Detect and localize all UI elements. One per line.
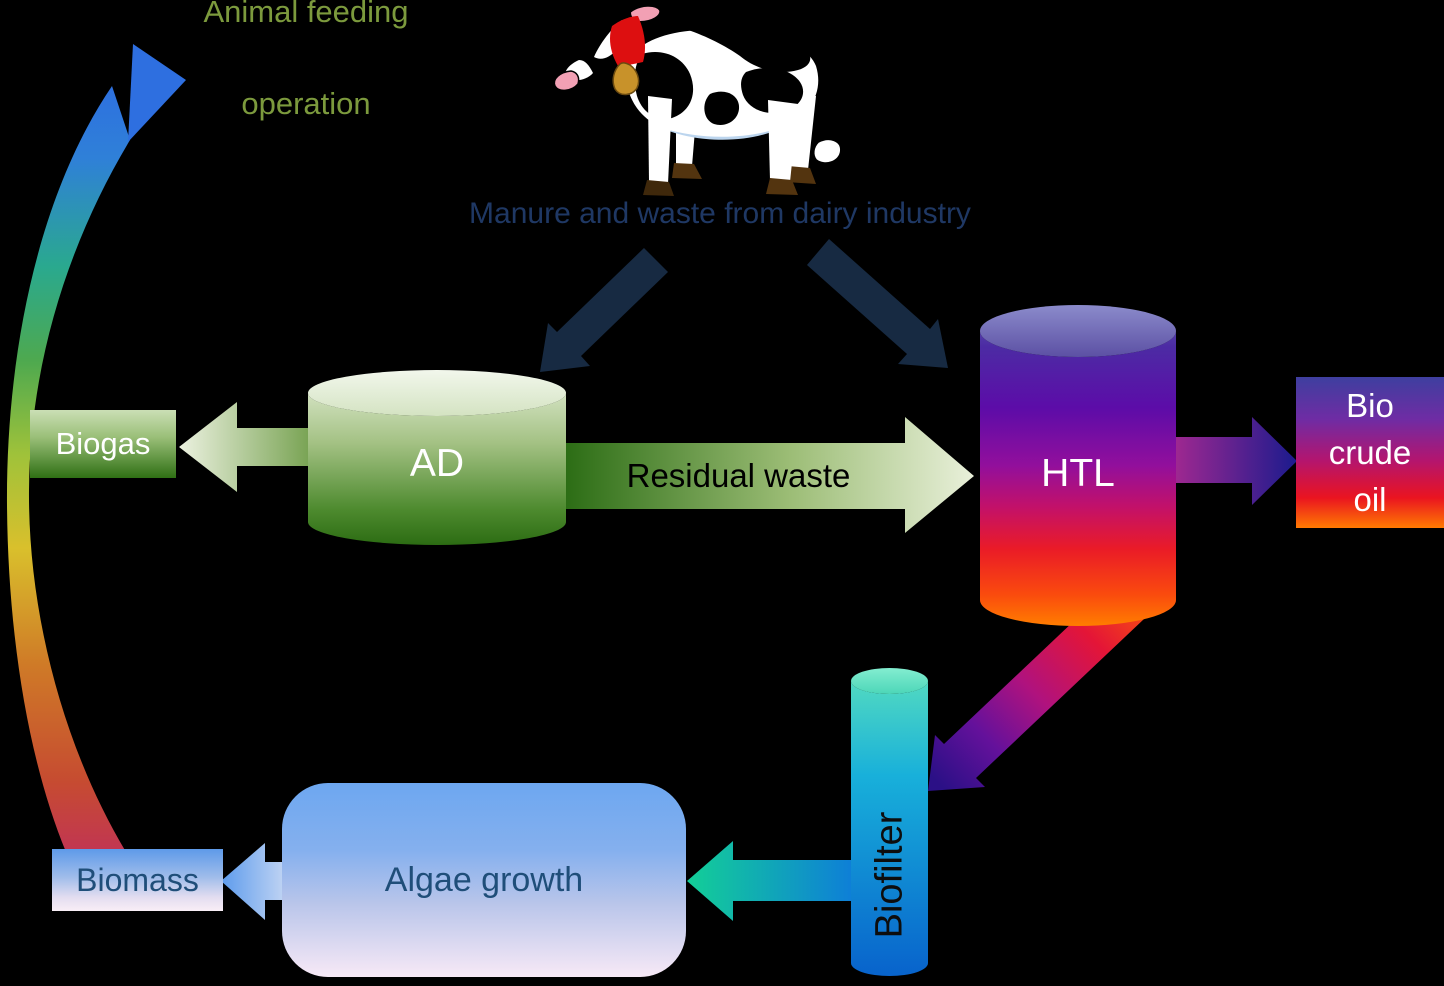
arrow-htl-to-biocrude [1174,417,1297,505]
arrow-algae-to-biomass [221,843,283,920]
dairy-cow-icon [553,4,843,196]
htl-cylinder [980,305,1176,626]
bio-crude-line3: oil [1353,481,1387,518]
arrow-htl-to-biofilter [928,585,1144,791]
bio-crude-line2: crude [1328,434,1412,471]
arrow-biofilter-to-algae [687,841,854,921]
recycle-curve-arrow [6,86,131,852]
arrow-manure-to-ad [540,248,668,372]
algae-growth-box: Algae growth [282,783,686,977]
biogas-label: Biogas [55,426,151,461]
arrow-manure-to-htl [807,239,948,368]
biomass-label: Biomass [76,861,199,898]
bio-crude-oil-box: Bio crude oil [1296,377,1444,528]
ad-cylinder [308,370,566,545]
bio-crude-line1: Bio [1346,387,1394,424]
biogas-box: Biogas [30,410,176,478]
biofilter-cylinder [851,668,928,977]
recycle-curve-arrowhead-icon [128,44,186,142]
arrow-residual-waste [566,417,974,533]
arrow-ad-to-biogas [179,402,308,492]
biomass-box: Biomass [52,849,223,911]
algae-growth-label: Algae growth [384,860,584,899]
